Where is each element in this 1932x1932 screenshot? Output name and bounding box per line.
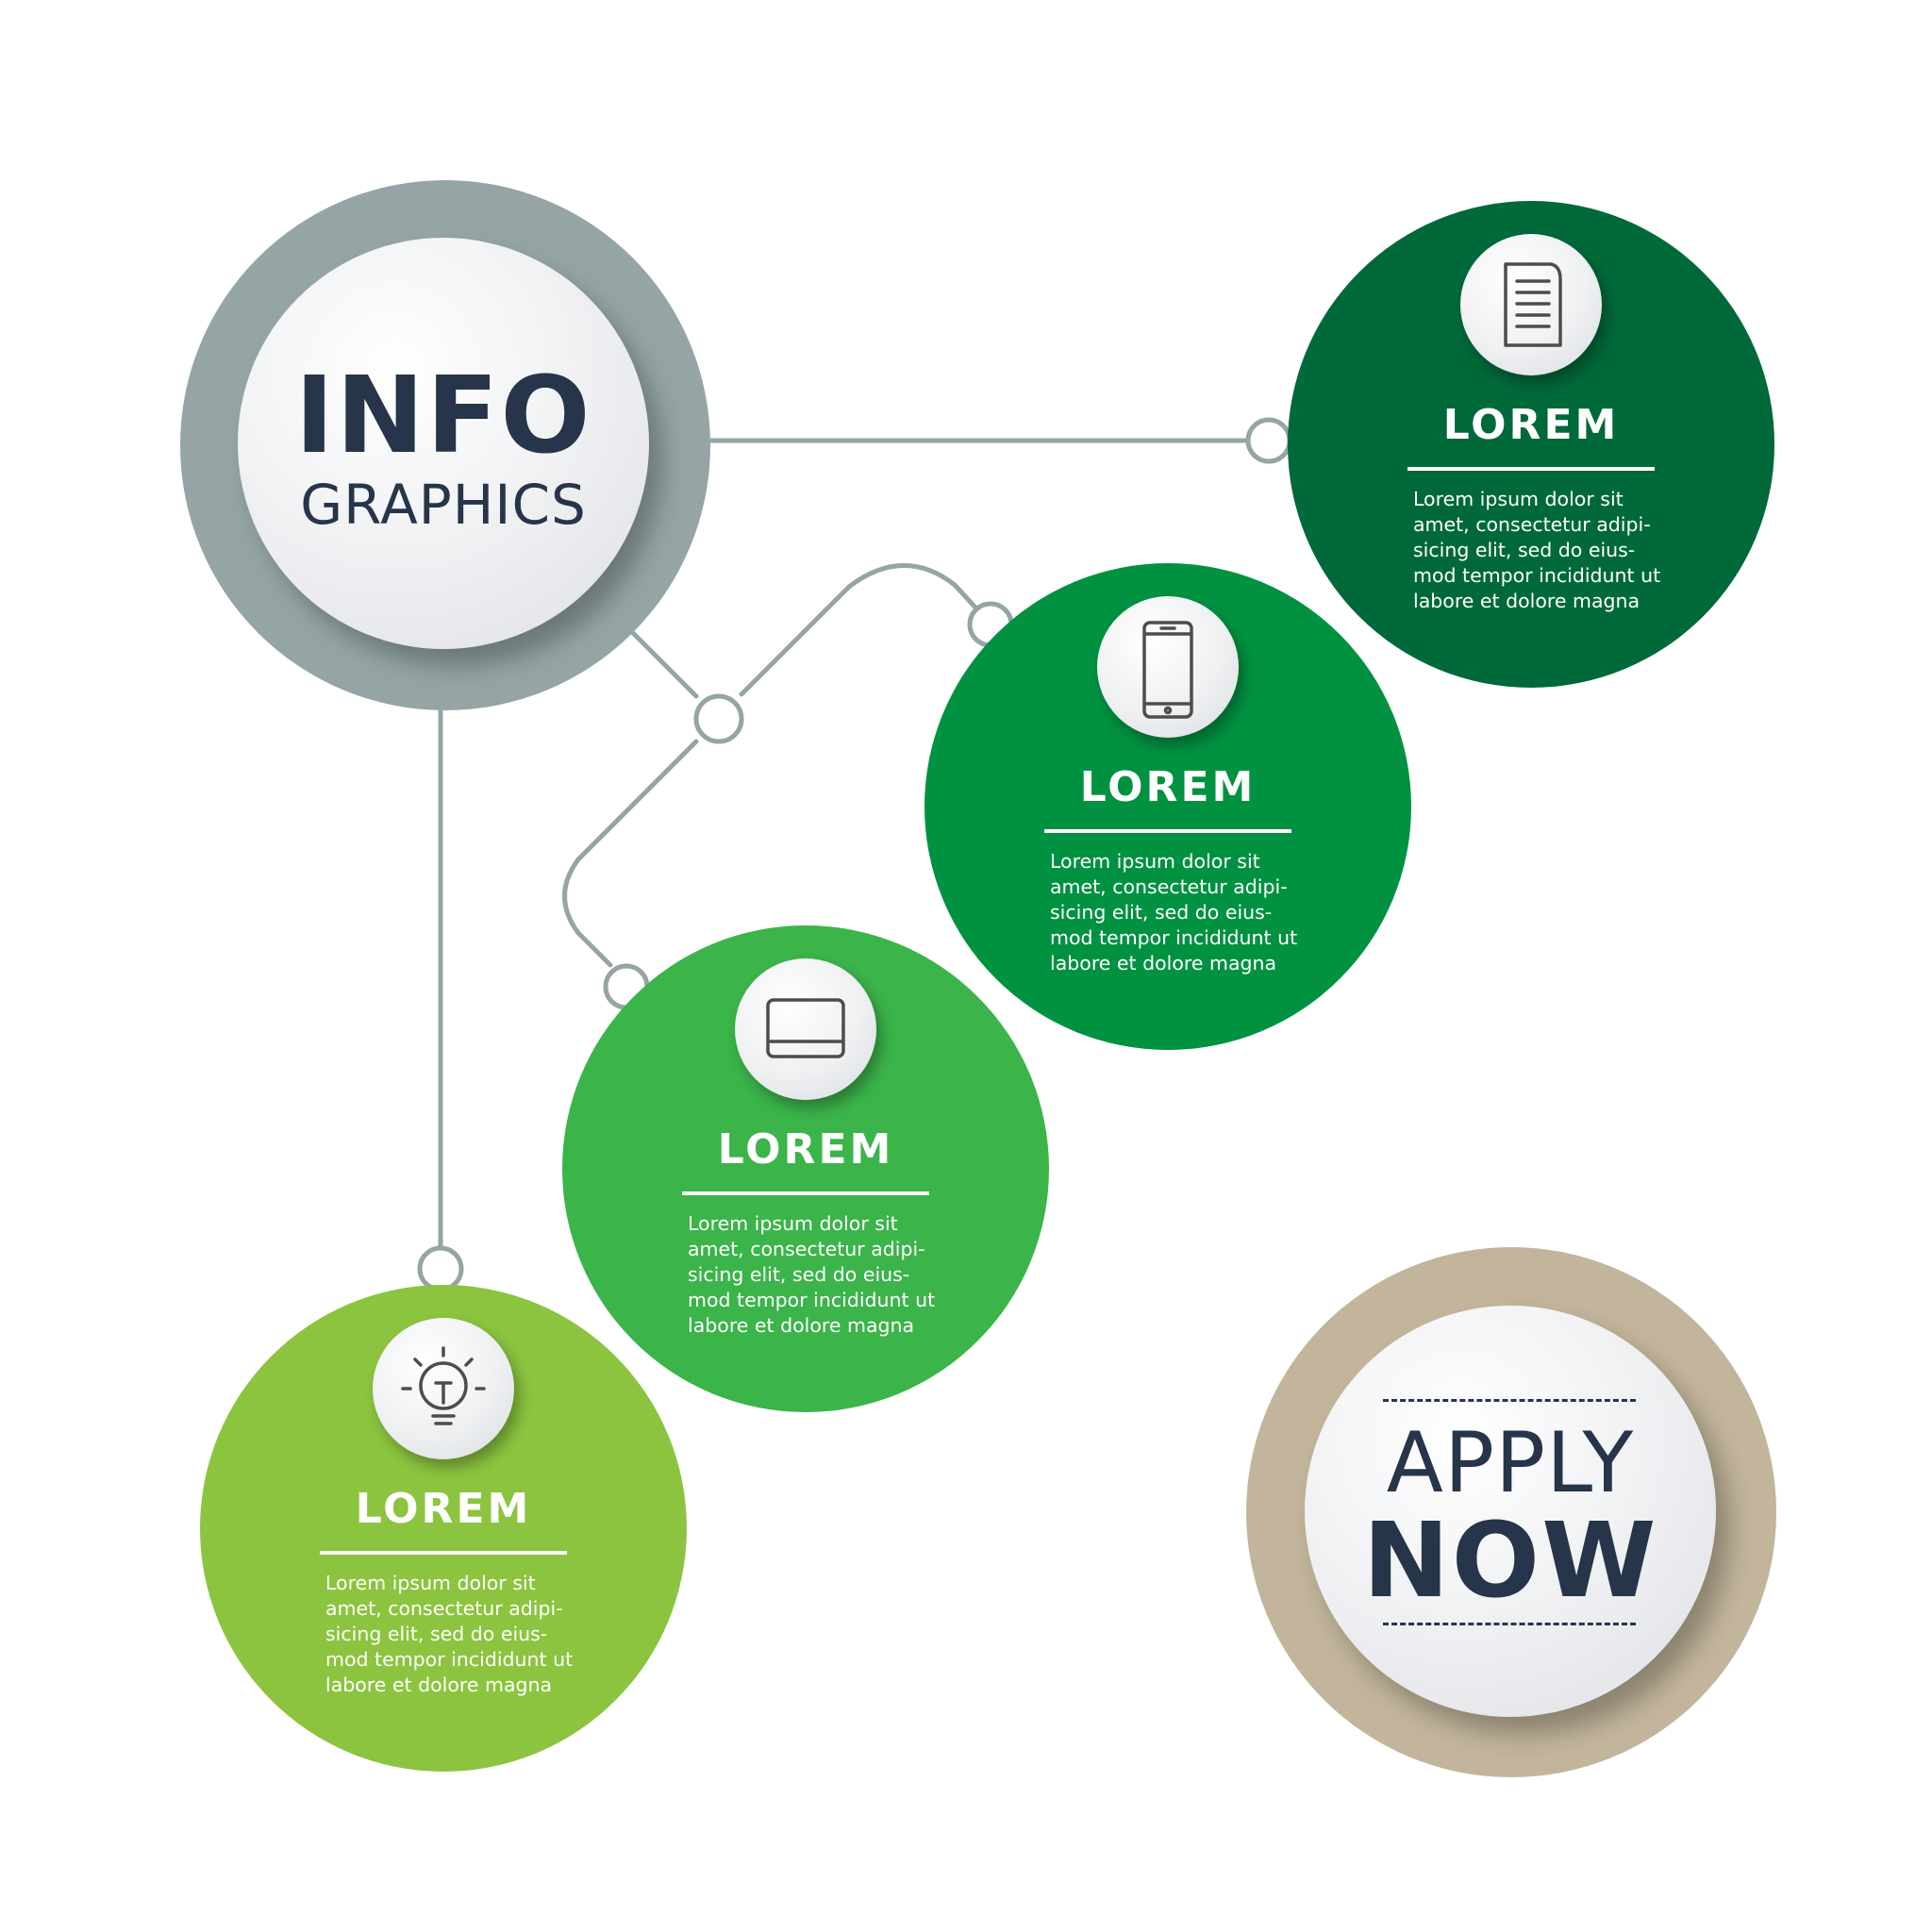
step-4-icon-disc [1460, 234, 1602, 375]
step-2-description: Lorem ipsum dolor sit amet, consectetur … [688, 1212, 936, 1337]
step-3-title: LOREM [1079, 763, 1257, 811]
connector-node-step-3 [739, 563, 979, 697]
step-2-title: LOREM [717, 1125, 894, 1174]
apply-label: APPLY [1386, 1414, 1635, 1511]
step-1-circle: LOREM Lorem ipsum dolor sit amet, consec… [200, 1285, 687, 1772]
step-4-title: LOREM [1442, 401, 1620, 449]
step-1-title: LOREM [355, 1485, 532, 1533]
hub-title-bold: INFO [294, 355, 592, 477]
tablet-icon [766, 998, 845, 1058]
step-3-divider [1044, 829, 1291, 833]
connector-node-step-2 [562, 739, 699, 968]
hub-title-light: GRAPHICS [300, 473, 587, 537]
step-3-icon-disc [1097, 596, 1239, 738]
connector-end-step-1 [417, 1245, 464, 1292]
step-1-divider [320, 1551, 567, 1555]
smartphone-icon [1142, 621, 1193, 719]
connector-end-step-4 [1245, 417, 1292, 464]
apply-now-button[interactable] [1305, 1306, 1716, 1717]
step-3-description: Lorem ipsum dolor sit amet, consectetur … [1050, 850, 1298, 974]
step-2-circle: LOREM Lorem ipsum dolor sit amet, consec… [562, 925, 1049, 1412]
step-1-description: Lorem ipsum dolor sit amet, consectetur … [325, 1572, 574, 1696]
now-label: NOW [1362, 1500, 1658, 1621]
step-2-divider [682, 1191, 929, 1195]
step-4-divider [1407, 467, 1655, 471]
step-3-circle: LOREM Lorem ipsum dolor sit amet, consec… [924, 563, 1411, 1050]
hub-disc [238, 238, 649, 649]
apply-dash-top [1383, 1399, 1636, 1402]
step-1-icon-disc [373, 1318, 514, 1459]
apply-dash-bottom [1383, 1623, 1636, 1625]
lightbulb-icon [401, 1346, 486, 1425]
connector-hub-node [625, 625, 699, 699]
step-4-circle: LOREM Lorem ipsum dolor sit amet, consec… [1288, 201, 1774, 688]
step-2-icon-disc [735, 958, 876, 1100]
document-icon [1504, 262, 1562, 347]
step-4-description: Lorem ipsum dolor sit amet, consectetur … [1413, 488, 1661, 612]
junction-node [693, 693, 744, 744]
